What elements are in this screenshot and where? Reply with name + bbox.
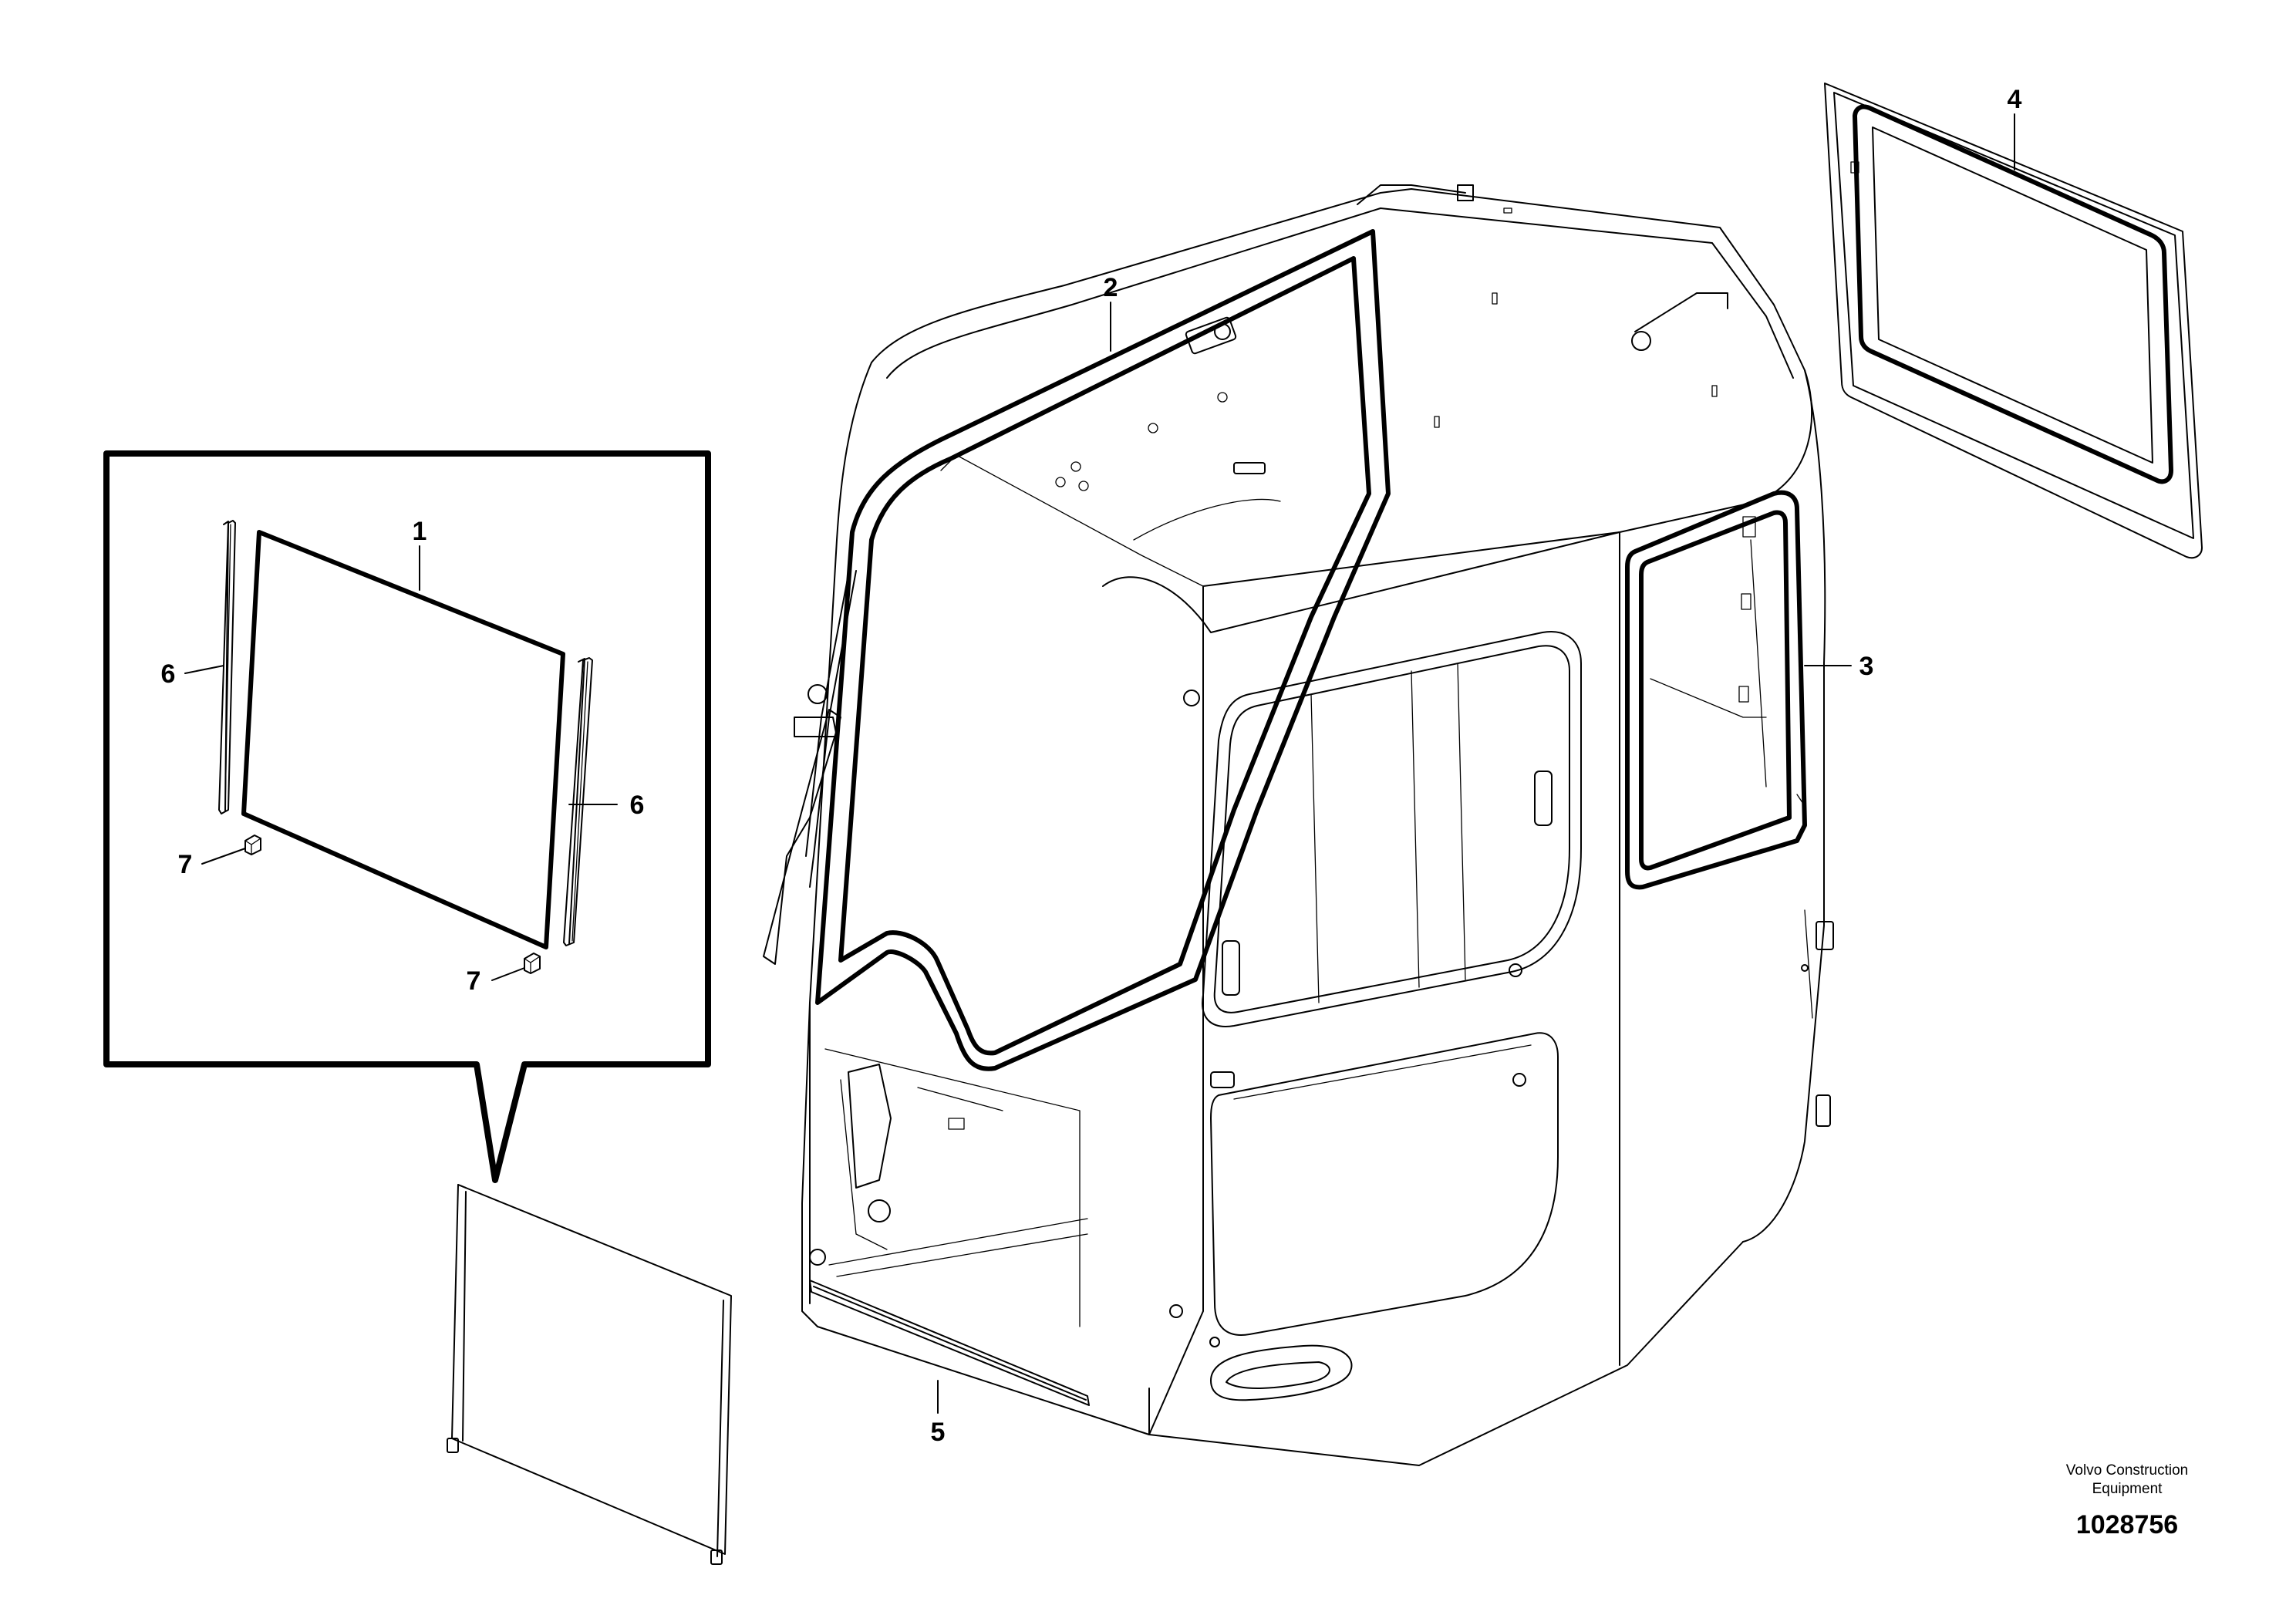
- callout-6-right: 6: [630, 791, 645, 820]
- brand-line-1: Volvo Construction: [2066, 1462, 2188, 1479]
- lower-front-glass-panel: [241, 530, 565, 949]
- front-lower-seal-strip: [809, 1280, 1090, 1406]
- callout-7-left: 7: [178, 850, 193, 879]
- leader-lines: [184, 113, 2015, 1414]
- callout-6-left: 6: [161, 659, 176, 689]
- brand-line-2: Equipment: [2092, 1481, 2163, 1497]
- glass-retainer-block-right: [524, 953, 541, 974]
- callout-3: 3: [1859, 652, 1874, 681]
- lower-front-glass-assembled: [447, 1184, 732, 1565]
- glass-retainer-block-left: [244, 835, 261, 855]
- front-windshield-seal: [815, 229, 1391, 1071]
- callout-labels: 1 2 3 4 5 6 6 7 7: [161, 85, 2022, 1447]
- rear-side-window-seal: [1625, 490, 1807, 890]
- footer: Volvo Construction Equipment 1028756: [2066, 1462, 2188, 1539]
- callout-5: 5: [931, 1418, 946, 1447]
- cab-body: [801, 184, 1834, 1466]
- skylight-seal: [1824, 83, 2203, 559]
- callout-1: 1: [413, 517, 427, 546]
- front-opening: [809, 1002, 1088, 1327]
- wiper-assembly: [763, 570, 857, 965]
- callout-7-right: 7: [467, 966, 481, 996]
- glass-seal-strip-right: [563, 657, 593, 946]
- detail-inset: [103, 450, 711, 1183]
- callout-4: 4: [2008, 85, 2022, 114]
- glass-seal-strip-left: [218, 520, 236, 814]
- callout-2: 2: [1104, 273, 1118, 302]
- document-number: 1028756: [2076, 1510, 2178, 1539]
